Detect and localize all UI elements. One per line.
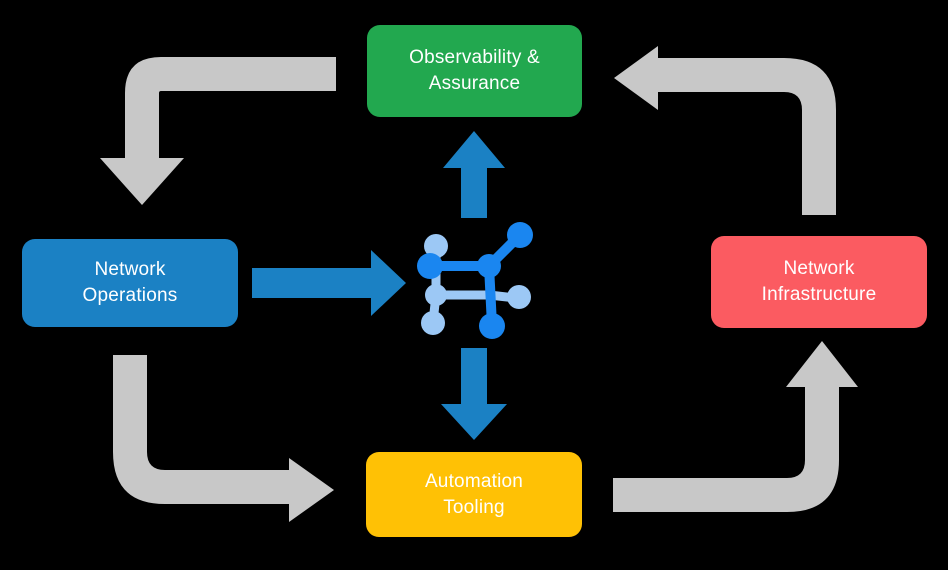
- arrow-observability-to-operations: [100, 57, 336, 205]
- arrow-infrastructure-to-observability: [614, 46, 836, 215]
- arrow-center-to-automation: [441, 348, 507, 440]
- node-label-observability: Observability & Assurance: [409, 47, 540, 94]
- node-box-automation-tooling[interactable]: Automation Tooling: [366, 452, 582, 537]
- arrow-automation-to-infrastructure: [613, 341, 858, 512]
- node-label-network-infrastructure: Network Infrastructure: [761, 258, 877, 305]
- node-box-observability[interactable]: Observability & Assurance: [367, 25, 582, 117]
- node-label-automation-tooling: Automation Tooling: [424, 470, 524, 518]
- node-box-network-operations[interactable]: Network Operations: [22, 239, 238, 327]
- arrow-center-to-observability: [443, 131, 505, 218]
- arrow-operations-to-center: [252, 250, 406, 316]
- node-box-network-infrastructure[interactable]: Network Infrastructure: [711, 236, 927, 328]
- network-icon-nodes: [417, 222, 533, 339]
- arrow-operations-to-automation: [113, 355, 334, 522]
- node-label-network-operations: Network Operations: [82, 259, 178, 306]
